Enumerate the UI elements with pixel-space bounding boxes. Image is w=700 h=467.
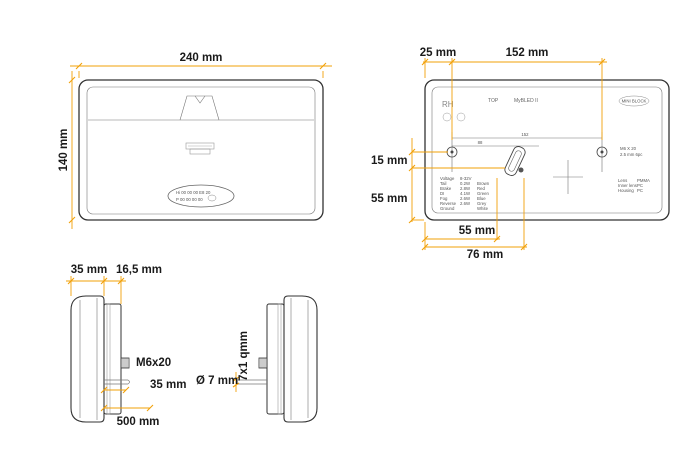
cable-gland-side-icon [258, 357, 268, 369]
wiring-color-5: Grey [477, 201, 487, 206]
dim-width-label: 240 mm [180, 52, 223, 64]
side-view-cable: Ø 7 mm 7x1 qmm [196, 295, 318, 423]
bolt-icon [120, 357, 130, 369]
wiring-fn-6: Ground [440, 206, 455, 211]
dim-height-label: 140 mm [58, 129, 70, 172]
dim-depth-16-5-label: 16,5 mm [116, 264, 162, 276]
screw-spec: M6 X 20 [620, 146, 637, 151]
wiring-fn-2: Brake [440, 186, 452, 191]
dim-offset-25-label: 25 mm [420, 47, 456, 59]
cable-left-icon [104, 379, 130, 385]
wiring-table: Voltage 8-32V Tail 0.2W Brown Brake 2.8W… [440, 176, 490, 211]
front-label-line2: P 00 00 00 00 [176, 197, 203, 202]
wiring-val-3: 4.1W [460, 191, 471, 196]
wiring-fn-0: Voltage [440, 176, 455, 181]
side-housing-left [70, 295, 105, 423]
back-top-marking: TOP [488, 98, 499, 104]
front-label-line1: Hi 00 00 00 E8 20 [176, 190, 211, 195]
front-lens-inner [86, 86, 316, 215]
recycle-icon [442, 112, 452, 122]
dim-offset-15-label: 15 mm [371, 155, 407, 167]
dim-spacing-152-label: 152 mm [506, 47, 549, 59]
back-side-marking: RH [442, 100, 454, 109]
wiring-fn-4: Fog [440, 196, 448, 201]
back-brand: MINI BLOCK [622, 99, 647, 104]
front-view: Hi 00 00 00 E8 20 P 00 00 00 00 240 mm 1… [58, 52, 332, 229]
front-logo-icon [185, 142, 215, 155]
wiring-val-2: 2.8W [460, 186, 471, 191]
wiring-val-1: 0.2W [460, 181, 471, 186]
wiring-val-0: 8-32V [460, 176, 472, 181]
wiring-val-5: 2.6W [460, 201, 471, 206]
bolt-size-label: M6x20 [136, 357, 171, 369]
cable-right-icon [238, 379, 267, 385]
wiring-color-3: Green [477, 191, 490, 196]
wiring-fn-3: DI [440, 191, 444, 196]
wiring-color-6: White [477, 206, 489, 211]
inner-dim-152: 152 [521, 132, 529, 137]
side-housing-right [283, 295, 318, 423]
side-base-left [103, 303, 122, 415]
material-key-2: Housing [618, 188, 634, 193]
front-label-emblem-icon [207, 194, 217, 202]
material-val-2: PC [637, 188, 643, 193]
wiring-color-2: Red [477, 186, 485, 191]
cable-gland-icon [504, 146, 526, 176]
front-reflector-trapezoid [179, 95, 220, 121]
dim-offset-55-h-label: 55 mm [459, 225, 495, 237]
inner-dim-88: 88 [478, 140, 483, 145]
front-reflector-notch [194, 95, 206, 104]
brand-badge [618, 95, 650, 107]
dim-cable-500-label: 500 mm [117, 416, 160, 428]
wiring-val-4: 2.6W [460, 196, 471, 201]
material-key-0: Lens [618, 178, 627, 183]
cable-spec-label: 7x1 qmm [238, 331, 250, 381]
dim-cable-35-label: 35 mm [150, 379, 186, 391]
material-info: Lens PMMA Inner lens PC Housing PC [618, 178, 650, 193]
back-plate-inner [431, 86, 663, 214]
front-label-plate [167, 184, 235, 208]
material-val-1: PC [637, 183, 643, 188]
material-key-1: Inner lens [618, 183, 637, 188]
front-housing [78, 79, 324, 221]
wiring-fn-5: Reverse [440, 201, 457, 206]
back-housing [424, 79, 670, 221]
dim-offset-76-label: 76 mm [467, 249, 503, 261]
dim-offset-55-v-label: 55 mm [371, 193, 407, 205]
dim-depth-35-label: 35 mm [71, 264, 107, 276]
wiring-color-1: Brown [477, 181, 490, 186]
screw-spec2: 2.5 mm 6pc [620, 152, 643, 157]
approval-icon [456, 112, 466, 122]
dim-cable-diameter-label: Ø 7 mm [196, 375, 238, 387]
material-val-0: PMMA [637, 178, 650, 183]
side-view-bolt: 35 mm 16,5 mm M6x20 35 mm 500 mm [66, 264, 186, 428]
back-view: RH TOP MyBLED II MINI BLOCK 152 88 M6 X … [371, 47, 670, 261]
wiring-fn-1: Tail [440, 181, 446, 186]
wiring-color-4: Blue [477, 196, 486, 201]
side-base-right [266, 303, 285, 415]
back-model: MyBLED II [514, 98, 538, 104]
